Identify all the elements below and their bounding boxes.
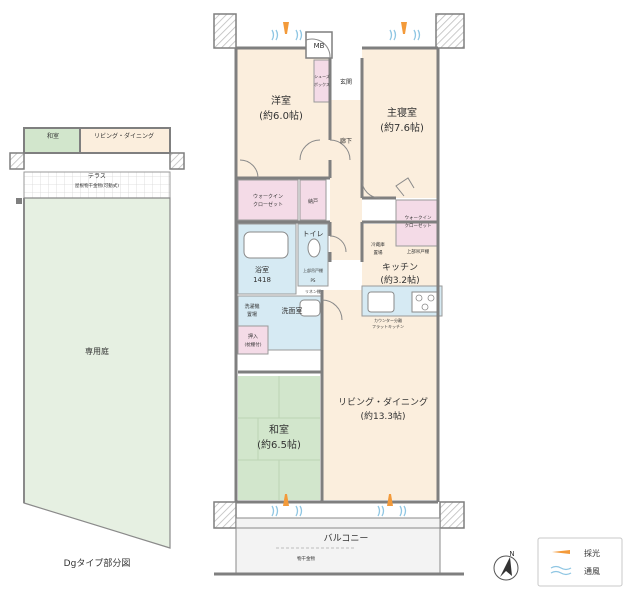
balcony bbox=[235, 517, 441, 575]
light-arrow bbox=[283, 22, 407, 506]
ps-label: PS bbox=[311, 278, 316, 283]
partial-garden-label: 専用庭 bbox=[85, 346, 109, 356]
partial-terrace-note: 屋根物干金物(可動式) bbox=[75, 182, 119, 189]
counter-label-2: フラットキッチン bbox=[372, 323, 404, 329]
toilet-label: トイレ bbox=[303, 230, 324, 238]
japanese-room-name: 和室 bbox=[269, 423, 289, 436]
room-oshiire bbox=[237, 325, 269, 355]
room-hall bbox=[330, 100, 362, 260]
shoebox-label-1: シューズ bbox=[314, 73, 330, 79]
bath-size: 1418 bbox=[253, 276, 271, 284]
partial-plan: 和室 リビング・ダイニング テラス 屋根物干金物(可動式) 専用庭 Dgタイプ部… bbox=[9, 127, 185, 569]
hall-label: 廊下 bbox=[340, 137, 352, 145]
legend-light-label: 採光 bbox=[584, 548, 600, 558]
compass-north-label: N bbox=[509, 550, 514, 558]
room-master bbox=[362, 48, 438, 198]
balcony-note: 物干金物 bbox=[297, 555, 315, 562]
storage-label: 納戸 bbox=[308, 198, 318, 205]
balcony-label: バルコニー bbox=[324, 533, 369, 544]
main-plan: 洋室 (約6.0帖) 主寝室 (約7.6帖) キッチン (約3.2帖) リビング… bbox=[213, 13, 465, 576]
legend-light-icon bbox=[552, 550, 570, 554]
master-room-size: (約7.6帖) bbox=[380, 121, 424, 134]
living-name: リビング・ダイニング bbox=[338, 396, 428, 408]
legend-wind-label: 通風 bbox=[584, 566, 600, 576]
upper-cabinet-label: 上部吊戸棚 bbox=[407, 248, 430, 255]
washer-label-1: 洗濯機 bbox=[244, 303, 259, 310]
legend-wind-icon bbox=[550, 565, 572, 576]
kitchen-size: (約3.2帖) bbox=[380, 274, 419, 286]
walkin-master-label-2: クローゼット bbox=[405, 222, 432, 229]
fridge-label-2: 置場 bbox=[374, 249, 383, 256]
partial-terrace-label: テラス bbox=[88, 173, 106, 180]
legend: 採光 通風 bbox=[537, 537, 623, 587]
shoebox-label-2: ボックス bbox=[314, 81, 330, 87]
room-walkin-west bbox=[237, 179, 299, 221]
room-shoebox bbox=[313, 59, 331, 103]
walkin-master-label-1: ウォークイン bbox=[405, 214, 432, 221]
partial-japanese-room-label: 和室 bbox=[47, 132, 59, 140]
bath-name: 浴室 bbox=[255, 265, 269, 274]
fridge-label-1: 冷蔵庫 bbox=[371, 241, 385, 248]
room-storage bbox=[299, 179, 327, 221]
room-entrance bbox=[330, 60, 362, 100]
oshiire-label-2: (枕棚付) bbox=[244, 341, 261, 348]
washer-label-2: 置場 bbox=[247, 311, 257, 318]
light-wind-marks bbox=[271, 22, 421, 517]
room-living bbox=[322, 290, 438, 500]
walkin-west-label-2: クローゼット bbox=[253, 201, 283, 208]
toilet-shelf-label: 上部吊戸棚 bbox=[303, 267, 323, 273]
partial-caption: Dgタイプ部分図 bbox=[64, 557, 131, 569]
linen-label: リネン棚 bbox=[305, 288, 321, 294]
washroom-label: 洗面室 bbox=[282, 306, 303, 315]
master-room-name: 主寝室 bbox=[387, 106, 417, 119]
room-mb bbox=[305, 31, 333, 59]
compass-icon: N bbox=[493, 550, 519, 581]
japanese-room-size: (約6.5帖) bbox=[257, 438, 301, 451]
entrance-label: 玄関 bbox=[340, 78, 352, 86]
living-size: (約13.3帖) bbox=[360, 410, 405, 422]
walkin-west-label-1: ウォークイン bbox=[253, 193, 283, 200]
counter-label-1: カウンター分離 bbox=[374, 317, 402, 323]
western-room-name: 洋室 bbox=[271, 94, 291, 107]
mb-label: MB bbox=[314, 42, 325, 50]
western-room-size: (約6.0帖) bbox=[259, 109, 303, 122]
kitchen-name: キッチン bbox=[382, 262, 418, 273]
partial-living-label: リビング・ダイニング bbox=[94, 132, 154, 140]
oshiire-label-1: 押入 bbox=[248, 333, 258, 340]
